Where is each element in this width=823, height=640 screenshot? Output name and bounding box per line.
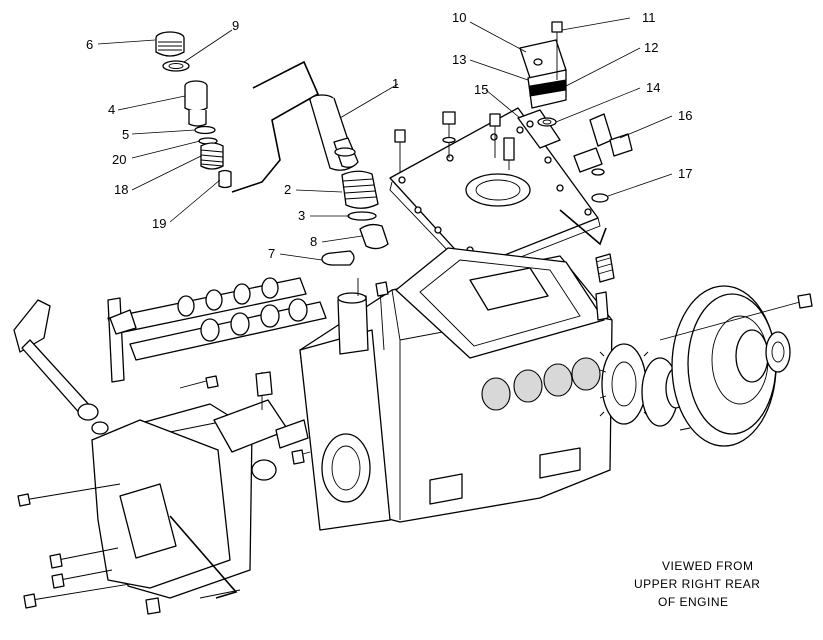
element-upper bbox=[337, 278, 369, 355]
spring-seat-3 bbox=[347, 211, 377, 221]
control-lever bbox=[13, 299, 109, 435]
roller-7 bbox=[321, 250, 355, 266]
spacer-19 bbox=[218, 169, 232, 189]
view-note-line-2: UPPER RIGHT REAR bbox=[634, 577, 760, 591]
stud-15-left bbox=[489, 113, 501, 158]
callout-2: 2 bbox=[284, 182, 291, 197]
bracket-15 bbox=[517, 109, 561, 149]
callout-9: 9 bbox=[232, 18, 239, 33]
delivery-valve-holder-6 bbox=[155, 31, 185, 57]
washer-14 bbox=[537, 117, 557, 127]
callout-4: 4 bbox=[108, 102, 115, 117]
plunger-barrel-1 bbox=[309, 94, 359, 171]
plunger-spring-2 bbox=[341, 170, 379, 209]
leader-lines bbox=[97, 17, 673, 261]
cover-plate bbox=[389, 107, 601, 277]
callout-3: 3 bbox=[298, 208, 305, 223]
callout-20: 20 bbox=[112, 152, 126, 167]
governor-links bbox=[179, 371, 311, 481]
view-orientation-note: VIEWED FROM UPPER RIGHT REAR OF ENGINE bbox=[634, 559, 760, 609]
assembly-bracket-upper bbox=[231, 60, 320, 193]
ring-5 bbox=[194, 125, 216, 135]
drive-pulley bbox=[671, 285, 791, 447]
banjo-fitting-16 bbox=[573, 113, 633, 176]
callout-19: 19 bbox=[152, 216, 166, 231]
callout-10: 10 bbox=[452, 10, 466, 25]
pump-top-cover bbox=[395, 247, 605, 359]
assembly-bracket-plate bbox=[559, 209, 607, 246]
callout-16: 16 bbox=[678, 108, 692, 123]
callout-11: 11 bbox=[642, 10, 656, 25]
seal-17 bbox=[591, 193, 609, 203]
callout-14: 14 bbox=[646, 80, 660, 95]
callout-7: 7 bbox=[268, 246, 275, 261]
callout-12: 12 bbox=[644, 40, 658, 55]
callout-8: 8 bbox=[310, 234, 317, 249]
callout-13: 13 bbox=[452, 52, 466, 67]
spring-18 bbox=[200, 142, 224, 170]
callout-labels: 1 2 3 4 5 6 7 8 9 10 11 12 13 14 15 16 1… bbox=[86, 10, 692, 261]
gasket-9 bbox=[162, 60, 190, 72]
camshaft-lower bbox=[129, 298, 327, 361]
cover-bolt-center bbox=[442, 111, 456, 158]
callout-17: 17 bbox=[678, 166, 692, 181]
clamp-bolt-11 bbox=[551, 21, 563, 80]
callout-1: 1 bbox=[392, 76, 399, 91]
fork-lever bbox=[107, 297, 137, 383]
delivery-valve-4 bbox=[184, 80, 208, 127]
cover-bolt-left bbox=[394, 129, 406, 172]
assembly-bracket-governor bbox=[169, 515, 238, 599]
view-note-line-3: OF ENGINE bbox=[658, 595, 729, 609]
clamp-nut-12 bbox=[529, 79, 567, 97]
pump-front-flange bbox=[299, 329, 391, 531]
tappet-8 bbox=[359, 223, 389, 250]
view-note-line-1: VIEWED FROM bbox=[662, 559, 754, 573]
callout-15: 15 bbox=[474, 82, 488, 97]
stud-pin bbox=[375, 281, 389, 351]
return-spring bbox=[595, 253, 615, 283]
pulley-bolt bbox=[659, 293, 813, 431]
callout-6: 6 bbox=[86, 37, 93, 52]
governor-bolts bbox=[17, 483, 241, 615]
plug bbox=[595, 291, 609, 321]
callout-18: 18 bbox=[114, 182, 128, 197]
stud-15-right bbox=[503, 137, 515, 170]
clamp-10-13 bbox=[519, 39, 567, 109]
callout-5: 5 bbox=[122, 127, 129, 142]
